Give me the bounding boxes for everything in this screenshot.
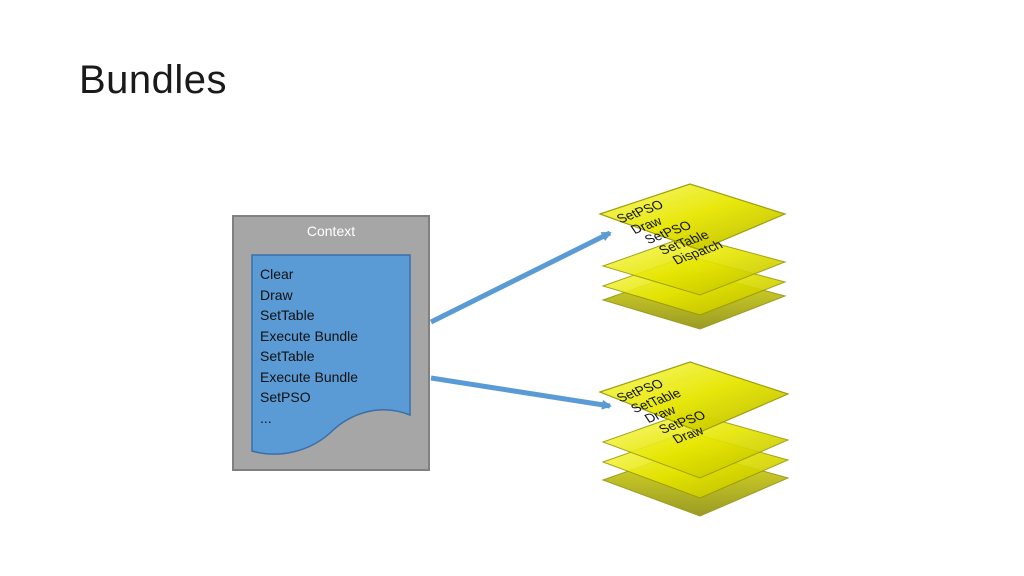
bundle-plate [598, 183, 787, 251]
command-item: SetTable [260, 307, 315, 323]
arrow-to-bundle-2 [430, 375, 612, 410]
command-document-shape [251, 254, 411, 455]
bundle-stack-1 [598, 183, 787, 330]
arrow-to-bundle-1 [429, 230, 612, 325]
bundle-plate [598, 361, 790, 433]
slide-title: Bundles [79, 58, 228, 102]
bundle-stack-2 [598, 361, 790, 517]
command-item: SetPSO [260, 389, 311, 405]
context-label: Context [306, 223, 356, 239]
command-item: Clear [260, 266, 294, 282]
command-item: Draw [260, 286, 293, 303]
bundle-plate [601, 235, 787, 296]
command-item: ... [260, 409, 272, 426]
command-item: Execute Bundle [260, 327, 359, 344]
bundle-plate [601, 411, 790, 479]
context-command-list: Clear Draw SetTable Execute Bundle SetTa… [260, 264, 358, 428]
command-item: Execute Bundle [260, 368, 359, 385]
command-item: SetTable [260, 348, 315, 364]
